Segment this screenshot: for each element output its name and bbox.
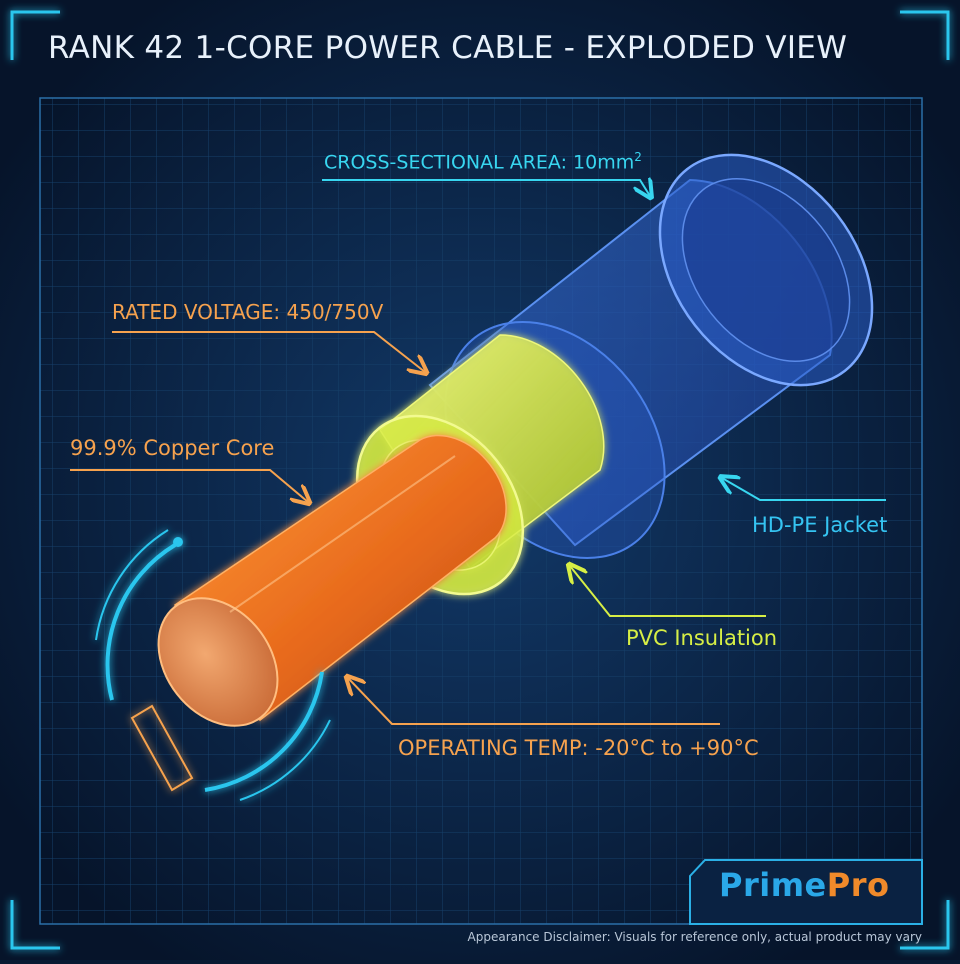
hud-frame — [10, 10, 950, 950]
leader-insulation — [570, 566, 766, 617]
cross-section-label: CROSS-SECTIONAL AREA: 10mm2 — [324, 150, 642, 173]
brand-part-2: Pro — [826, 866, 890, 904]
inner-frame — [39, 97, 923, 925]
brand-part-1: Prime — [719, 866, 827, 904]
page-title: RANK 42 1-CORE POWER CABLE - EXPLODED VI… — [48, 30, 848, 66]
leader-jacket — [722, 478, 886, 501]
cross-section-superscript: 2 — [634, 150, 642, 164]
hud-ring — [95, 529, 331, 801]
brand-box — [689, 859, 923, 925]
leader-lines — [70, 180, 886, 725]
rated-voltage-label: RATED VOLTAGE: 450/750V — [112, 300, 384, 324]
copper-core-label: 99.9% Copper Core — [70, 436, 275, 460]
copper-core-layer — [157, 434, 507, 727]
leader-operating-temp — [348, 678, 720, 725]
leader-cross-section — [322, 180, 650, 196]
leader-rated-voltage — [112, 331, 425, 372]
cross-section-text: CROSS-SECTIONAL AREA: 10mm — [324, 151, 635, 174]
insulation-label: PVC Insulation — [626, 626, 778, 650]
brand-logo: PrimePro — [719, 866, 889, 904]
operating-temp-label: OPERATING TEMP: -20°C to +90°C — [398, 736, 759, 760]
jacket-label: HD-PE Jacket — [752, 513, 888, 537]
leader-copper-core — [70, 469, 308, 502]
appearance-disclaimer: Appearance Disclaimer: Visuals for refer… — [467, 930, 922, 944]
